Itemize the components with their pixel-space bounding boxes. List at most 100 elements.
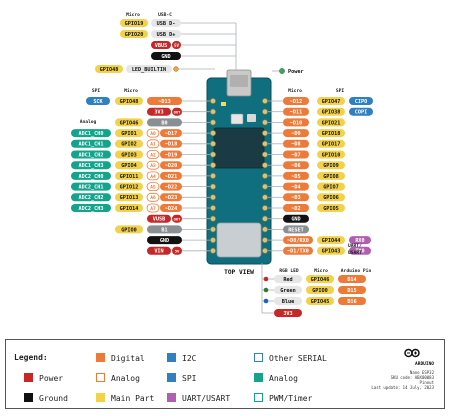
right-micro-pin <box>317 246 345 255</box>
left-micro-pin <box>115 182 143 191</box>
right-header-pad <box>262 140 268 147</box>
legend-item: Analog <box>96 373 140 383</box>
left-analog-tag-label: A6 <box>150 195 156 201</box>
right-micro-pin-label: GPIO17 <box>322 142 341 148</box>
right-header-pad <box>262 98 268 104</box>
rgb-dot-icon <box>263 276 269 282</box>
left-micro-pin-label: GPIO11 <box>120 174 139 180</box>
rgb-micro-pin-label: GPIO0 <box>312 288 328 294</box>
legend-label: Ground <box>39 394 68 403</box>
last-update: Last update: 14 July, 2023 <box>371 385 434 390</box>
right-header-pad <box>262 119 268 126</box>
right-arduino-pin-label: ~D4 <box>291 185 300 191</box>
legend-item: UART/USART <box>167 393 230 403</box>
left-analog-pin <box>71 150 111 159</box>
right-micro-pin-label: GPIO44 <box>322 238 341 244</box>
rgb-3v3-pin-label: 3V3 <box>283 311 292 317</box>
left-power-tag <box>172 246 182 255</box>
rgb-name-pin-label: Green <box>280 288 296 294</box>
left-micro-pin <box>115 139 143 148</box>
legend-label: UART/USART <box>182 394 231 403</box>
right-header-pad <box>262 226 268 233</box>
legend-item: Analog <box>254 373 298 383</box>
left-arduino-pin <box>147 225 182 234</box>
power-label: Power <box>288 69 304 75</box>
left-arduino-pin-label: ~D23 <box>165 195 178 201</box>
rgb-name-pin-label: Blue <box>282 299 295 305</box>
esp32-chip <box>213 127 265 169</box>
left-micro-pin <box>115 118 143 127</box>
left-power-tag-label: OUT <box>174 110 182 115</box>
usb-micro-header: Micro <box>126 12 140 18</box>
rgb-dot-icon <box>263 298 269 304</box>
right-arduino-pin <box>283 204 309 212</box>
rgb-arduino-pin-header: Arduino Pin <box>341 268 372 274</box>
legend-item: Ground <box>24 393 68 403</box>
left-analog-pin <box>71 171 111 180</box>
uart-header: UART/ <box>348 243 362 249</box>
left-header-pad <box>210 162 216 169</box>
right-micro-pin-label: GPIO6 <box>323 195 339 201</box>
left-header-pad <box>210 119 216 126</box>
rgb-arduino-pin-label: D14 <box>347 277 356 283</box>
left-micro-pin <box>115 150 143 159</box>
left-analog-pin-label: ADC1_CH1 <box>79 142 104 148</box>
rgb-arduino-pin-label: D15 <box>347 288 356 294</box>
brand-name: ARDUINO <box>415 362 434 367</box>
left-arduino-pin-label: 3V3 <box>154 110 163 116</box>
left-spi-pin-label: SCK <box>93 99 103 105</box>
left-power-tag <box>172 214 182 223</box>
right-arduino-pin-label: ~D11 <box>290 110 303 116</box>
left-header-pad <box>210 183 216 190</box>
right-micro-pin <box>317 236 345 245</box>
right-arduino-pin <box>283 193 309 202</box>
left-analog-pin <box>71 193 111 202</box>
rgb-led-header: RGB LED <box>279 268 299 274</box>
left-arduino-pin <box>147 97 182 105</box>
led-builtin-name <box>126 65 172 73</box>
left-micro-pin-label: GPIO46 <box>120 120 139 126</box>
left-analog-pin-label: ADC2_CH0 <box>79 174 104 180</box>
product-name: Nano ESP32 <box>409 370 434 375</box>
right-arduino-pin <box>283 171 309 180</box>
right-micro-pin <box>317 129 345 138</box>
left-micro-pin-label: GPIO0 <box>121 227 137 233</box>
left-analog-tag-label: A3 <box>150 163 156 169</box>
right-arduino-pin-label: ~D1/TX0 <box>287 249 309 255</box>
rgb-name-pin-label: Red <box>283 277 292 283</box>
legend-label: SPI <box>182 374 197 383</box>
right-spi-pin <box>349 97 373 105</box>
left-header-pad <box>210 226 216 233</box>
right-header-pad <box>262 151 268 158</box>
left-arduino-pin-label: VUSB <box>153 217 166 223</box>
left-analog-tag <box>146 128 160 138</box>
left-arduino-pin-label: VIN <box>154 249 163 255</box>
left-header-pad <box>210 247 216 254</box>
rgb-dot-icon <box>263 287 269 293</box>
legend-swatch <box>254 393 263 402</box>
right-arduino-pin <box>283 214 309 223</box>
usb-micro-pin-label: GPIO19 <box>125 21 144 27</box>
left-arduino-pin <box>147 236 182 245</box>
legend-item: Main Part <box>96 393 154 403</box>
legend-label: Other SERIAL <box>269 354 327 363</box>
legend-swatch <box>254 373 263 382</box>
left-analog-tag-label: A2 <box>150 152 156 158</box>
left-analog-tag-label: A1 <box>150 142 156 148</box>
legend-item: Digital <box>96 353 145 363</box>
rgb-micro-pin <box>306 275 334 283</box>
left-spi-pin <box>86 97 110 105</box>
usb-gnd-pin <box>151 52 181 60</box>
legend-label: PWM/Timer <box>269 394 313 403</box>
right-micro-pin-label: GPIO5 <box>323 206 339 212</box>
right-arduino-pin-label: ~D2 <box>291 206 300 212</box>
sku-code: SKU code: ABX00083 <box>390 375 434 380</box>
vbus-tag <box>172 41 181 49</box>
left-arduino-pin <box>147 118 182 127</box>
rgb-name-pin <box>274 286 302 294</box>
vbus-pin <box>151 41 171 49</box>
left-analog-pin-label: ADC2_CH2 <box>79 195 104 201</box>
right-arduino-pin-label: RESET <box>288 227 304 233</box>
left-analog-pin-label: ADC2_CH1 <box>79 185 104 191</box>
